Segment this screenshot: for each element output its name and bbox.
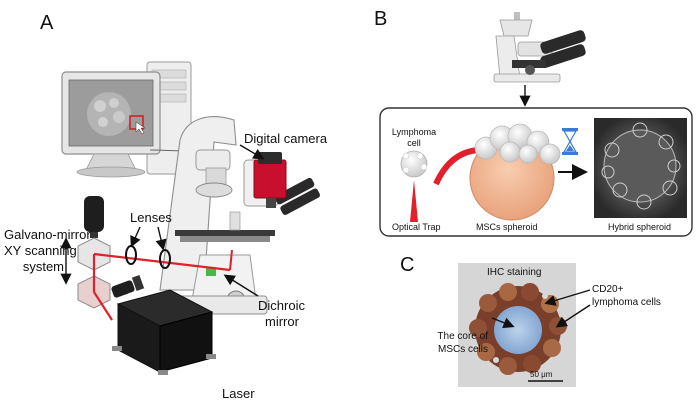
computer-monitor <box>61 71 161 178</box>
panel-a-artwork <box>60 61 321 375</box>
lymphoma-cell <box>400 150 428 178</box>
label-mscs-cells: MSCs cells <box>437 344 488 355</box>
panel-a-letter: A <box>40 12 54 34</box>
panel-c-letter: C <box>400 254 415 276</box>
label-galvano-xy: XY scanning <box>4 243 77 258</box>
label-dichroic: Dichroic <box>258 298 305 313</box>
hybrid-spheroid-micrograph <box>594 118 687 218</box>
label-ihc-staining: IHC staining <box>487 267 542 278</box>
label-laser: Laser <box>222 386 255 401</box>
laser-box <box>112 289 216 375</box>
panel-c-artwork <box>458 263 591 387</box>
mscs-spheroid <box>469 123 561 221</box>
label-mscs-spheroid: MSCs spheroid <box>476 222 538 232</box>
label-galvano-mirror: Galvano-mirror <box>4 227 91 242</box>
hourglass-icon <box>562 128 578 155</box>
label-optical-trap: Optical Trap <box>392 222 441 232</box>
label-scale-bar: 50 μm <box>530 370 553 379</box>
label-lymphoma: Lymphoma <box>391 127 437 137</box>
label-mirror: mirror <box>265 314 299 329</box>
laser-beam-path <box>92 249 233 321</box>
ihc-stained-spheroid <box>469 283 567 375</box>
panel-b-artwork <box>379 12 693 237</box>
label-cd20: CD20+ <box>592 284 624 295</box>
label-lenses: Lenses <box>130 210 172 225</box>
label-digital-camera: Digital camera <box>244 131 328 146</box>
label-galvano-system: system <box>22 259 64 274</box>
optical-trap-beam <box>410 180 418 222</box>
panel-b-letter: B <box>374 8 388 30</box>
label-core-of: The core of <box>437 331 488 342</box>
label-hybrid-spheroid: Hybrid spheroid <box>608 222 672 232</box>
microscope-icon <box>493 12 586 83</box>
label-lymphoma-cells: lymphoma cells <box>592 297 661 308</box>
label-lymphoma-cell: cell <box>407 138 421 148</box>
